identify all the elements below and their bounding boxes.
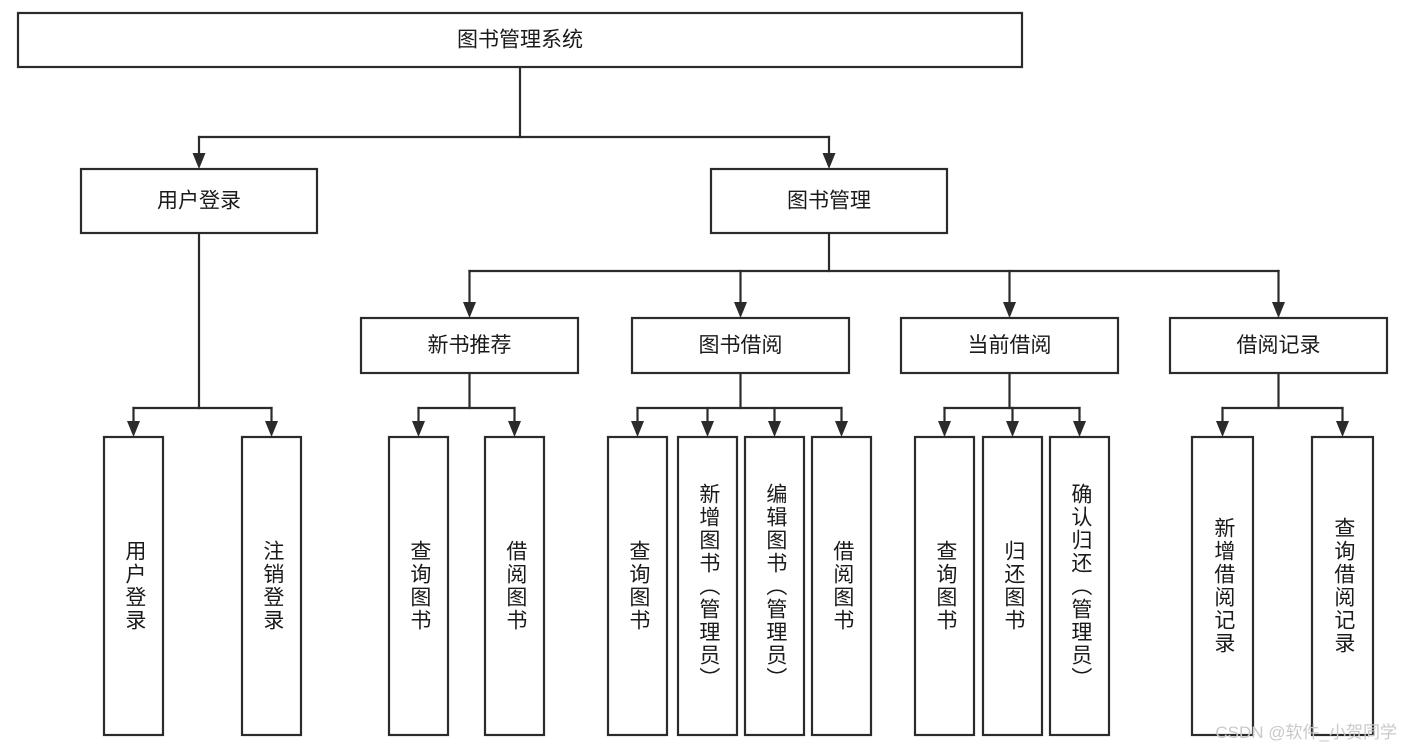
node-label-leaf-add-borrow-record: 新增借阅记录: [1211, 517, 1235, 655]
node-label-wrap-leaf-query-book-recommend: 查询图书: [407, 540, 431, 632]
node-label-current-borrow: 当前借阅: [968, 334, 1052, 357]
node-box-leaf-add-borrow-record[interactable]: [1190, 435, 1255, 737]
nodes-layer: 图书管理系统用户登录图书管理新书推荐图书借阅当前借阅借阅记录用户登录注销登录查询…: [16, 11, 1389, 737]
node-book-management[interactable]: 图书管理: [709, 167, 949, 235]
bookmgmt-to-level3-to-borrow-record-arrowhead: [1272, 302, 1285, 318]
node-box-leaf-borrow-book[interactable]: [810, 435, 873, 737]
node-label-leaf-borrow-book: 借阅图书: [830, 540, 854, 632]
node-label-wrap-leaf-add-book-admin: 新增图书（管理员）: [696, 482, 720, 690]
node-current-borrow[interactable]: 当前借阅: [899, 316, 1120, 375]
node-label-leaf-query-borrow-record: 查询借阅记录: [1331, 517, 1355, 655]
node-label-leaf-query-book-current: 查询图书: [933, 540, 957, 632]
current-to-leaves-to-leaf-return-book-arrowhead: [1006, 421, 1019, 437]
root-to-level2-to-book-management-arrowhead: [822, 153, 836, 169]
borrow-to-leaves-to-leaf-query-book-borrow-arrowhead: [631, 421, 644, 437]
node-label-borrow-record: 借阅记录: [1237, 334, 1321, 357]
node-leaf-query-book-recommend[interactable]: 查询图书: [387, 435, 450, 737]
current-to-leaves-to-leaf-query-book-current-arrowhead: [938, 421, 951, 437]
node-box-leaf-return-book[interactable]: [981, 435, 1044, 737]
node-label-book-management: 图书管理: [787, 190, 871, 213]
node-leaf-add-borrow-record[interactable]: 新增借阅记录: [1190, 435, 1255, 737]
node-book-borrow[interactable]: 图书借阅: [630, 316, 851, 375]
node-leaf-logout-login[interactable]: 注销登录: [240, 435, 303, 737]
node-leaf-edit-book-admin[interactable]: 编辑图书（管理员）: [743, 435, 806, 737]
node-label-wrap-leaf-query-book-current: 查询图书: [933, 540, 957, 632]
node-label-wrap-leaf-return-book: 归还图书: [1001, 540, 1025, 632]
node-label-leaf-query-book-borrow: 查询图书: [626, 540, 650, 632]
node-box-current-borrow[interactable]: [899, 316, 1120, 375]
node-leaf-user-login[interactable]: 用户登录: [102, 435, 165, 737]
node-label-wrap-leaf-edit-book-admin: 编辑图书（管理员）: [763, 482, 787, 690]
record-to-leaves-to-leaf-query-borrow-record-arrowhead: [1336, 421, 1349, 437]
node-box-borrow-record[interactable]: [1168, 316, 1389, 375]
node-label-wrap-leaf-borrow-book-recommend: 借阅图书: [503, 540, 527, 632]
node-label-wrap-leaf-add-borrow-record: 新增借阅记录: [1211, 517, 1235, 655]
node-label-leaf-logout-login: 注销登录: [260, 540, 284, 632]
node-label-wrap-leaf-logout-login: 注销登录: [260, 540, 284, 632]
bookmgmt-to-level3-to-book-borrow-arrowhead: [734, 302, 747, 318]
node-box-leaf-borrow-book-recommend[interactable]: [483, 435, 546, 737]
node-label-leaf-confirm-return-admin: 确认归还（管理员）: [1068, 482, 1092, 690]
node-box-leaf-edit-book-admin[interactable]: [743, 435, 806, 737]
recommend-to-leaves-to-leaf-query-book-recommend-arrowhead: [412, 421, 425, 437]
node-box-new-book-recommend[interactable]: [359, 316, 580, 375]
borrow-to-leaves-to-leaf-edit-book-admin-arrowhead: [768, 421, 781, 437]
node-box-leaf-query-book-recommend[interactable]: [387, 435, 450, 737]
userlogin-to-leaves-to-leaf-user-login-arrowhead: [127, 421, 140, 437]
node-label-new-book-recommend: 新书推荐: [428, 334, 512, 357]
node-leaf-borrow-book-recommend[interactable]: 借阅图书: [483, 435, 546, 737]
node-label-leaf-user-login: 用户登录: [122, 540, 146, 632]
node-label-wrap-leaf-borrow-book: 借阅图书: [830, 540, 854, 632]
node-box-leaf-query-book-borrow[interactable]: [606, 435, 669, 737]
record-to-leaves-to-leaf-add-borrow-record-arrowhead: [1216, 421, 1229, 437]
node-box-leaf-logout-login[interactable]: [240, 435, 303, 737]
node-label-leaf-edit-book-admin: 编辑图书（管理员）: [763, 482, 787, 690]
current-to-leaves-to-leaf-confirm-return-admin-arrowhead: [1073, 421, 1086, 437]
node-label-leaf-add-book-admin: 新增图书（管理员）: [696, 482, 720, 690]
node-box-user-login[interactable]: [79, 167, 319, 235]
bookmgmt-to-level3-to-current-borrow-arrowhead: [1003, 302, 1016, 318]
node-box-leaf-query-book-current[interactable]: [913, 435, 976, 737]
node-label-wrap-leaf-confirm-return-admin: 确认归还（管理员）: [1068, 482, 1092, 690]
node-label-wrap-leaf-user-login: 用户登录: [122, 540, 146, 632]
node-box-leaf-add-book-admin[interactable]: [676, 435, 739, 737]
userlogin-to-leaves-to-leaf-logout-login-arrowhead: [265, 421, 278, 437]
node-root[interactable]: 图书管理系统: [16, 11, 1024, 69]
edges-layer: [127, 65, 1349, 437]
node-leaf-query-book-borrow[interactable]: 查询图书: [606, 435, 669, 737]
node-leaf-return-book[interactable]: 归还图书: [981, 435, 1044, 737]
node-label-leaf-return-book: 归还图书: [1001, 540, 1025, 632]
recommend-to-leaves-to-leaf-borrow-book-recommend-arrowhead: [508, 421, 521, 437]
csdn-watermark: CSDN @软件_小贺同学: [1215, 723, 1397, 742]
node-leaf-add-book-admin[interactable]: 新增图书（管理员）: [676, 435, 739, 737]
node-label-book-borrow: 图书借阅: [699, 334, 783, 357]
node-borrow-record[interactable]: 借阅记录: [1168, 316, 1389, 375]
borrow-to-leaves-to-leaf-add-book-admin-arrowhead: [701, 421, 714, 437]
node-box-leaf-query-borrow-record[interactable]: [1310, 435, 1375, 737]
root-to-level2-to-user-login-arrowhead: [192, 153, 206, 169]
bookmgmt-to-level3-to-new-book-recommend-arrowhead: [463, 302, 476, 318]
node-leaf-confirm-return-admin[interactable]: 确认归还（管理员）: [1048, 435, 1111, 737]
node-label-user-login: 用户登录: [157, 190, 241, 213]
node-leaf-borrow-book[interactable]: 借阅图书: [810, 435, 873, 737]
node-label-root: 图书管理系统: [457, 29, 583, 52]
node-leaf-query-book-current[interactable]: 查询图书: [913, 435, 976, 737]
node-label-wrap-leaf-query-borrow-record: 查询借阅记录: [1331, 517, 1355, 655]
node-new-book-recommend[interactable]: 新书推荐: [359, 316, 580, 375]
node-box-leaf-confirm-return-admin[interactable]: [1048, 435, 1111, 737]
node-box-root[interactable]: [16, 11, 1024, 69]
borrow-to-leaves-to-leaf-borrow-book-arrowhead: [835, 421, 848, 437]
node-box-book-management[interactable]: [709, 167, 949, 235]
node-leaf-query-borrow-record[interactable]: 查询借阅记录: [1310, 435, 1375, 737]
node-label-leaf-borrow-book-recommend: 借阅图书: [503, 540, 527, 632]
node-box-book-borrow[interactable]: [630, 316, 851, 375]
node-box-leaf-user-login[interactable]: [102, 435, 165, 737]
node-user-login[interactable]: 用户登录: [79, 167, 319, 235]
node-label-wrap-leaf-query-book-borrow: 查询图书: [626, 540, 650, 632]
node-label-leaf-query-book-recommend: 查询图书: [407, 540, 431, 632]
